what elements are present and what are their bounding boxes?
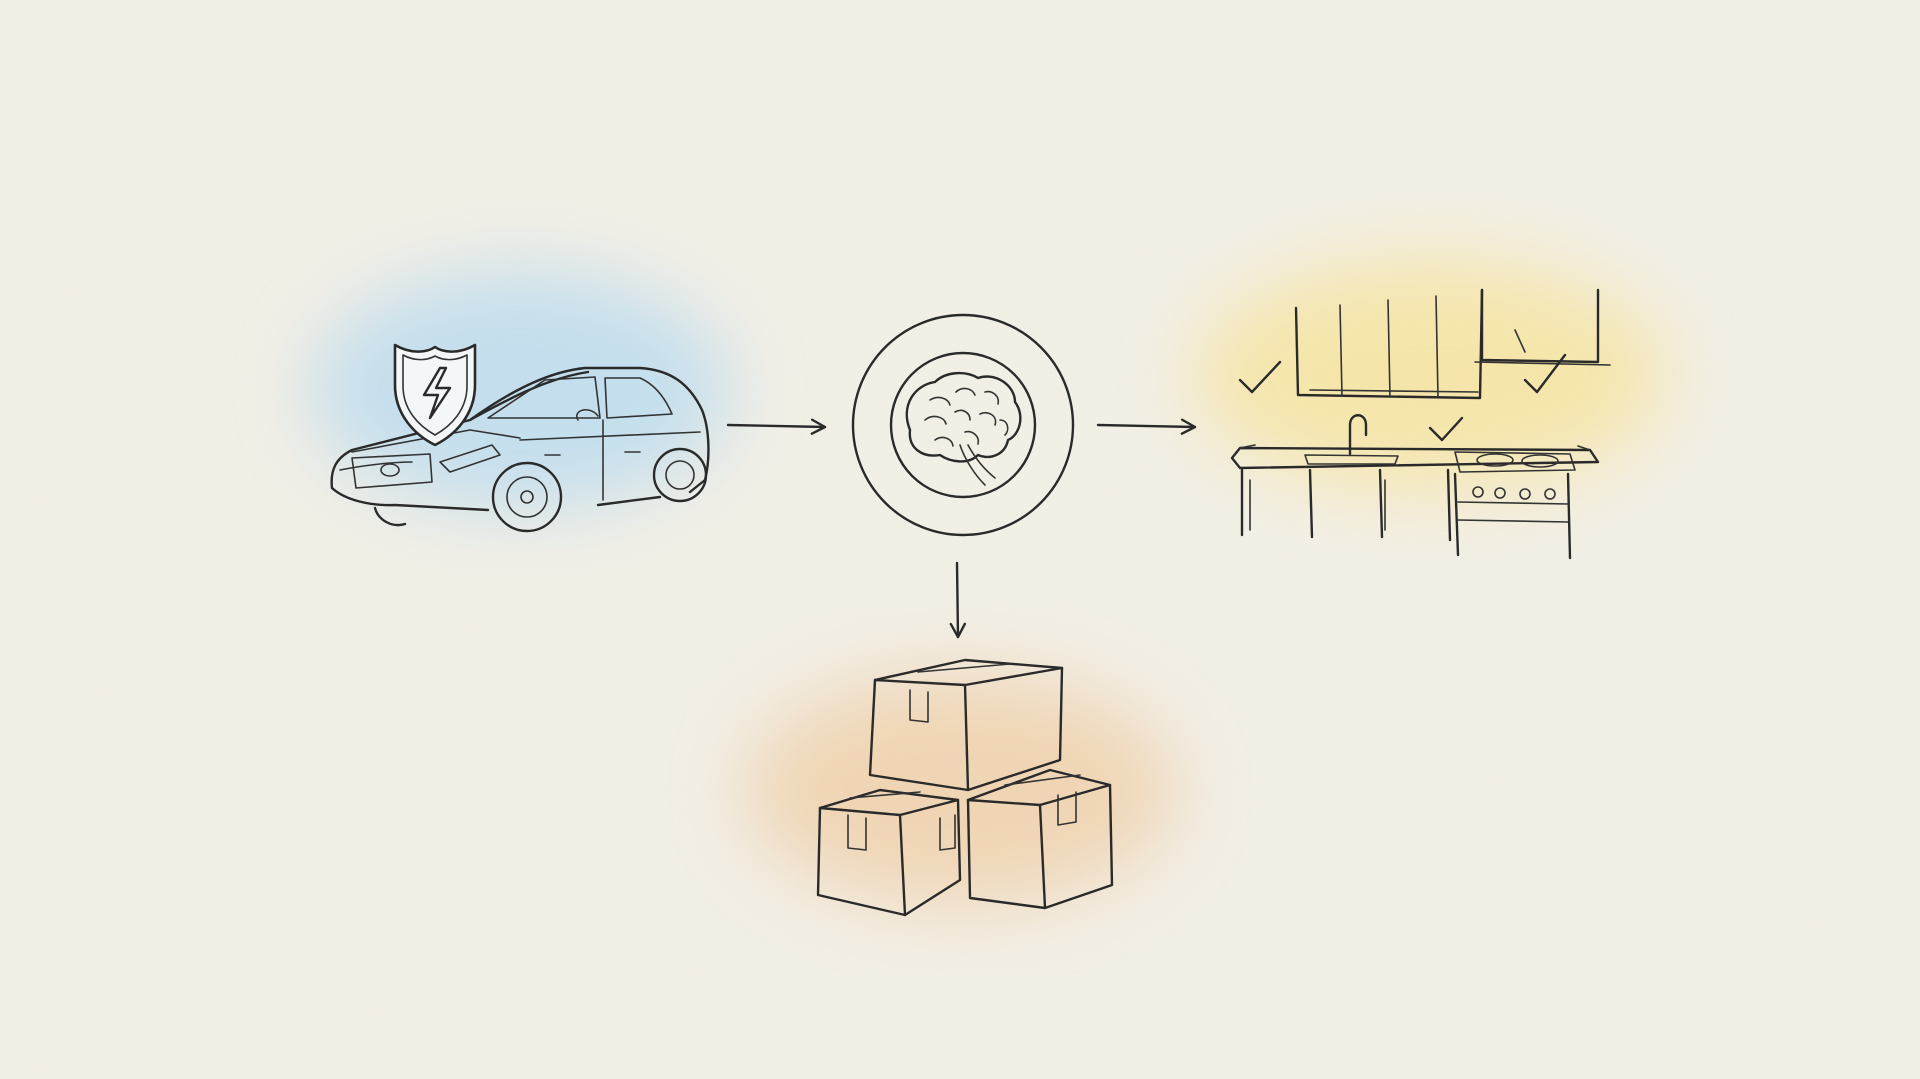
boxes-wash bbox=[745, 675, 1175, 905]
lightning-bolt-icon bbox=[422, 366, 452, 420]
stacked-boxes-icon bbox=[816, 658, 1114, 917]
checkmark-icon bbox=[1523, 353, 1567, 394]
arrow-car-to-brain bbox=[726, 418, 827, 435]
connectors bbox=[726, 418, 1197, 639]
arrow-brain-to-boxes bbox=[949, 561, 967, 639]
car-with-shield-icon bbox=[330, 343, 710, 533]
brain-icon bbox=[905, 371, 1022, 486]
kitchen-icon bbox=[1230, 288, 1611, 560]
checkmark-icon bbox=[1428, 416, 1464, 442]
arrow-brain-to-kitchen bbox=[1096, 418, 1197, 435]
brain-circle-icon bbox=[851, 313, 1075, 537]
checkmark-icon bbox=[1238, 360, 1282, 394]
kitchen-wash bbox=[1195, 260, 1665, 490]
faucet-icon bbox=[1348, 414, 1368, 456]
